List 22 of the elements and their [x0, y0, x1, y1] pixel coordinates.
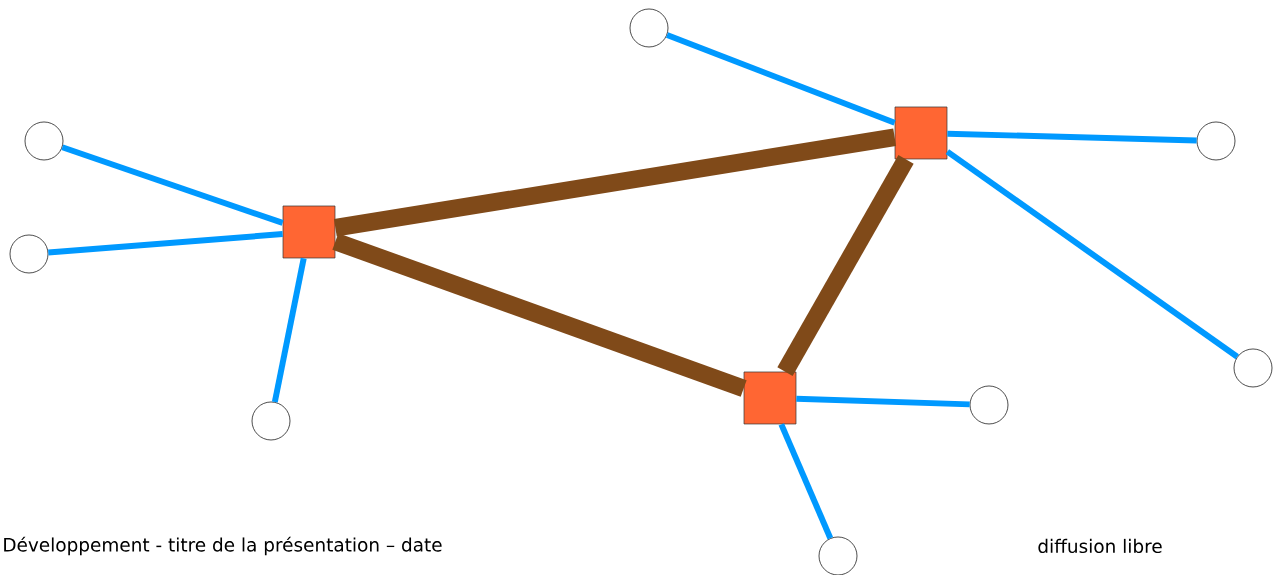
connector-line: [271, 257, 307, 403]
link-line: [333, 128, 897, 237]
link-line: [332, 233, 747, 397]
connector-line: [945, 149, 1239, 360]
footer-text: Développement - titre de la présentation – date: [4, 536, 442, 556]
host-circle: [629, 8, 669, 48]
connector-line: [665, 32, 896, 126]
connector-line: [778, 423, 834, 540]
host-circle: [9, 234, 49, 274]
router-square: [894, 106, 948, 160]
host-circle: [969, 385, 1009, 425]
host-circle: [1233, 348, 1273, 388]
host-circle: [1196, 121, 1236, 161]
host-circle: [24, 121, 64, 161]
connector-line: [796, 395, 970, 408]
router-square: [743, 371, 797, 425]
footer-text: diffusion libre: [1038, 538, 1162, 554]
connector-line: [61, 144, 284, 226]
connector-line: [48, 231, 283, 256]
router-square: [282, 205, 336, 259]
connector-line: [947, 130, 1197, 144]
host-circle: [251, 401, 291, 441]
